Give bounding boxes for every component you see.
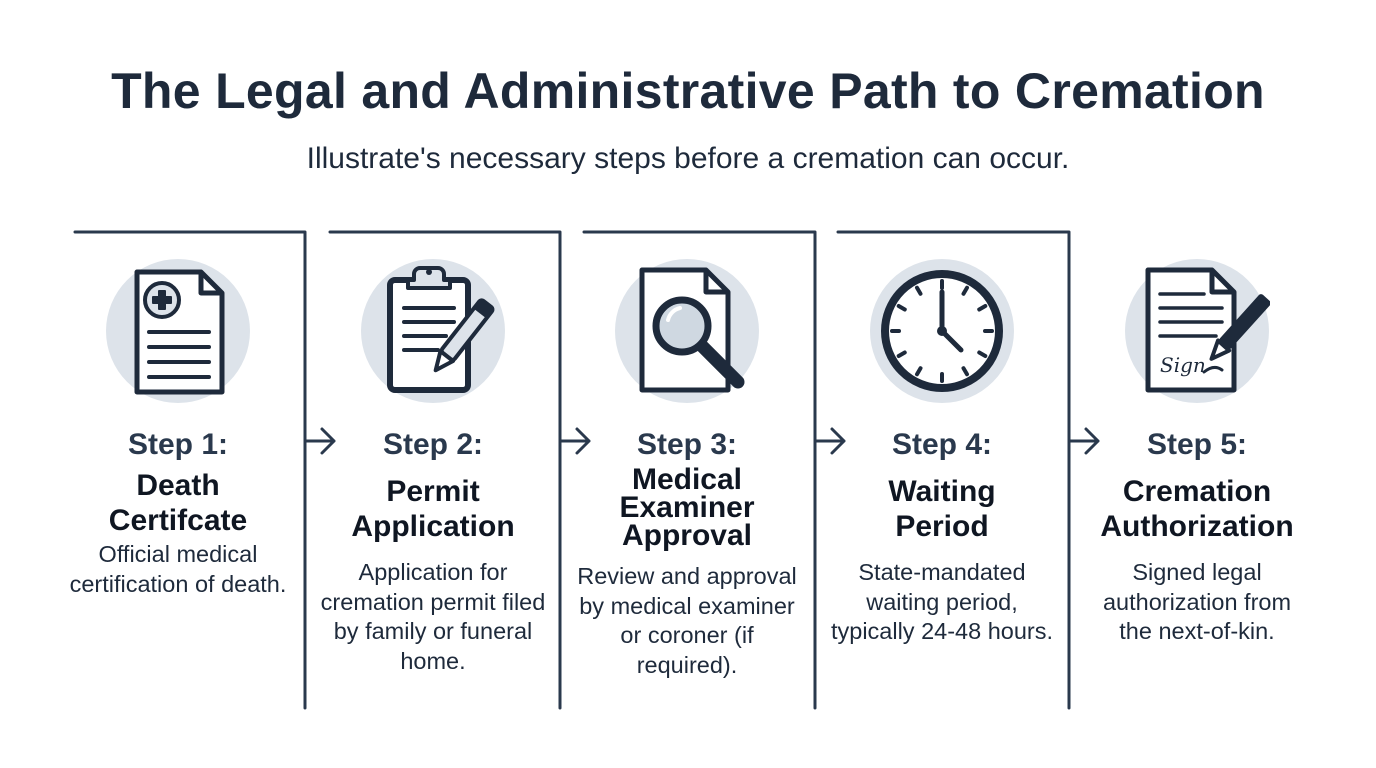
- page-title: The Legal and Administrative Path to Cre…: [111, 63, 1265, 119]
- step-number: Step 5:: [1146, 428, 1248, 461]
- step-title: Cremation Authorization: [1100, 475, 1294, 543]
- step-description: Application for cremation permit filed b…: [320, 559, 546, 674]
- step-description: Official medical certification of death.: [69, 541, 287, 597]
- clock-tick: [961, 366, 969, 377]
- step-title: Waiting Period: [888, 475, 996, 543]
- clock-tick: [896, 304, 907, 312]
- clock-tick: [977, 350, 988, 358]
- clock-tick: [977, 304, 988, 312]
- clock-tick: [915, 285, 923, 296]
- signed-document-icon: Sign: [1124, 258, 1270, 404]
- step-description: Signed legal authorization from the next…: [1102, 559, 1292, 644]
- step-number: Step 3:: [636, 428, 738, 461]
- step-description: Review and approval by medical examiner …: [577, 563, 797, 678]
- clock-tick: [915, 366, 923, 377]
- step-5: Sign Step 5: Cremation Authorization Sig…: [1084, 258, 1310, 647]
- clipboard-pen-icon: [360, 258, 506, 404]
- step-1: Step 1: Death Certifcate Official medica…: [65, 258, 291, 599]
- step-title: Medical Examiner Approval: [619, 463, 755, 552]
- step-4: Step 4: Waiting Period State-mandated wa…: [829, 258, 1055, 647]
- clock-icon: [869, 258, 1015, 404]
- step-number: Step 1:: [127, 428, 229, 461]
- step-2: Step 2: Permit Application Application f…: [320, 258, 546, 676]
- step-3: Step 3: Medical Examiner Approval Review…: [574, 258, 800, 680]
- document-magnifier-icon: [614, 258, 760, 404]
- step-number: Step 4:: [891, 428, 993, 461]
- step-title: Death Certifcate: [108, 469, 248, 537]
- page-subtitle: Illustrate's necessary steps before a cr…: [306, 142, 1070, 175]
- step-number: Step 2:: [382, 428, 484, 461]
- signature-text: Sign: [1160, 353, 1206, 377]
- step-title: Permit Application: [351, 475, 515, 543]
- clock-tick: [896, 350, 907, 358]
- clock-tick: [961, 285, 969, 296]
- step-description: State-mandated waiting period, typically…: [830, 559, 1054, 644]
- medical-certificate-icon: [105, 258, 251, 404]
